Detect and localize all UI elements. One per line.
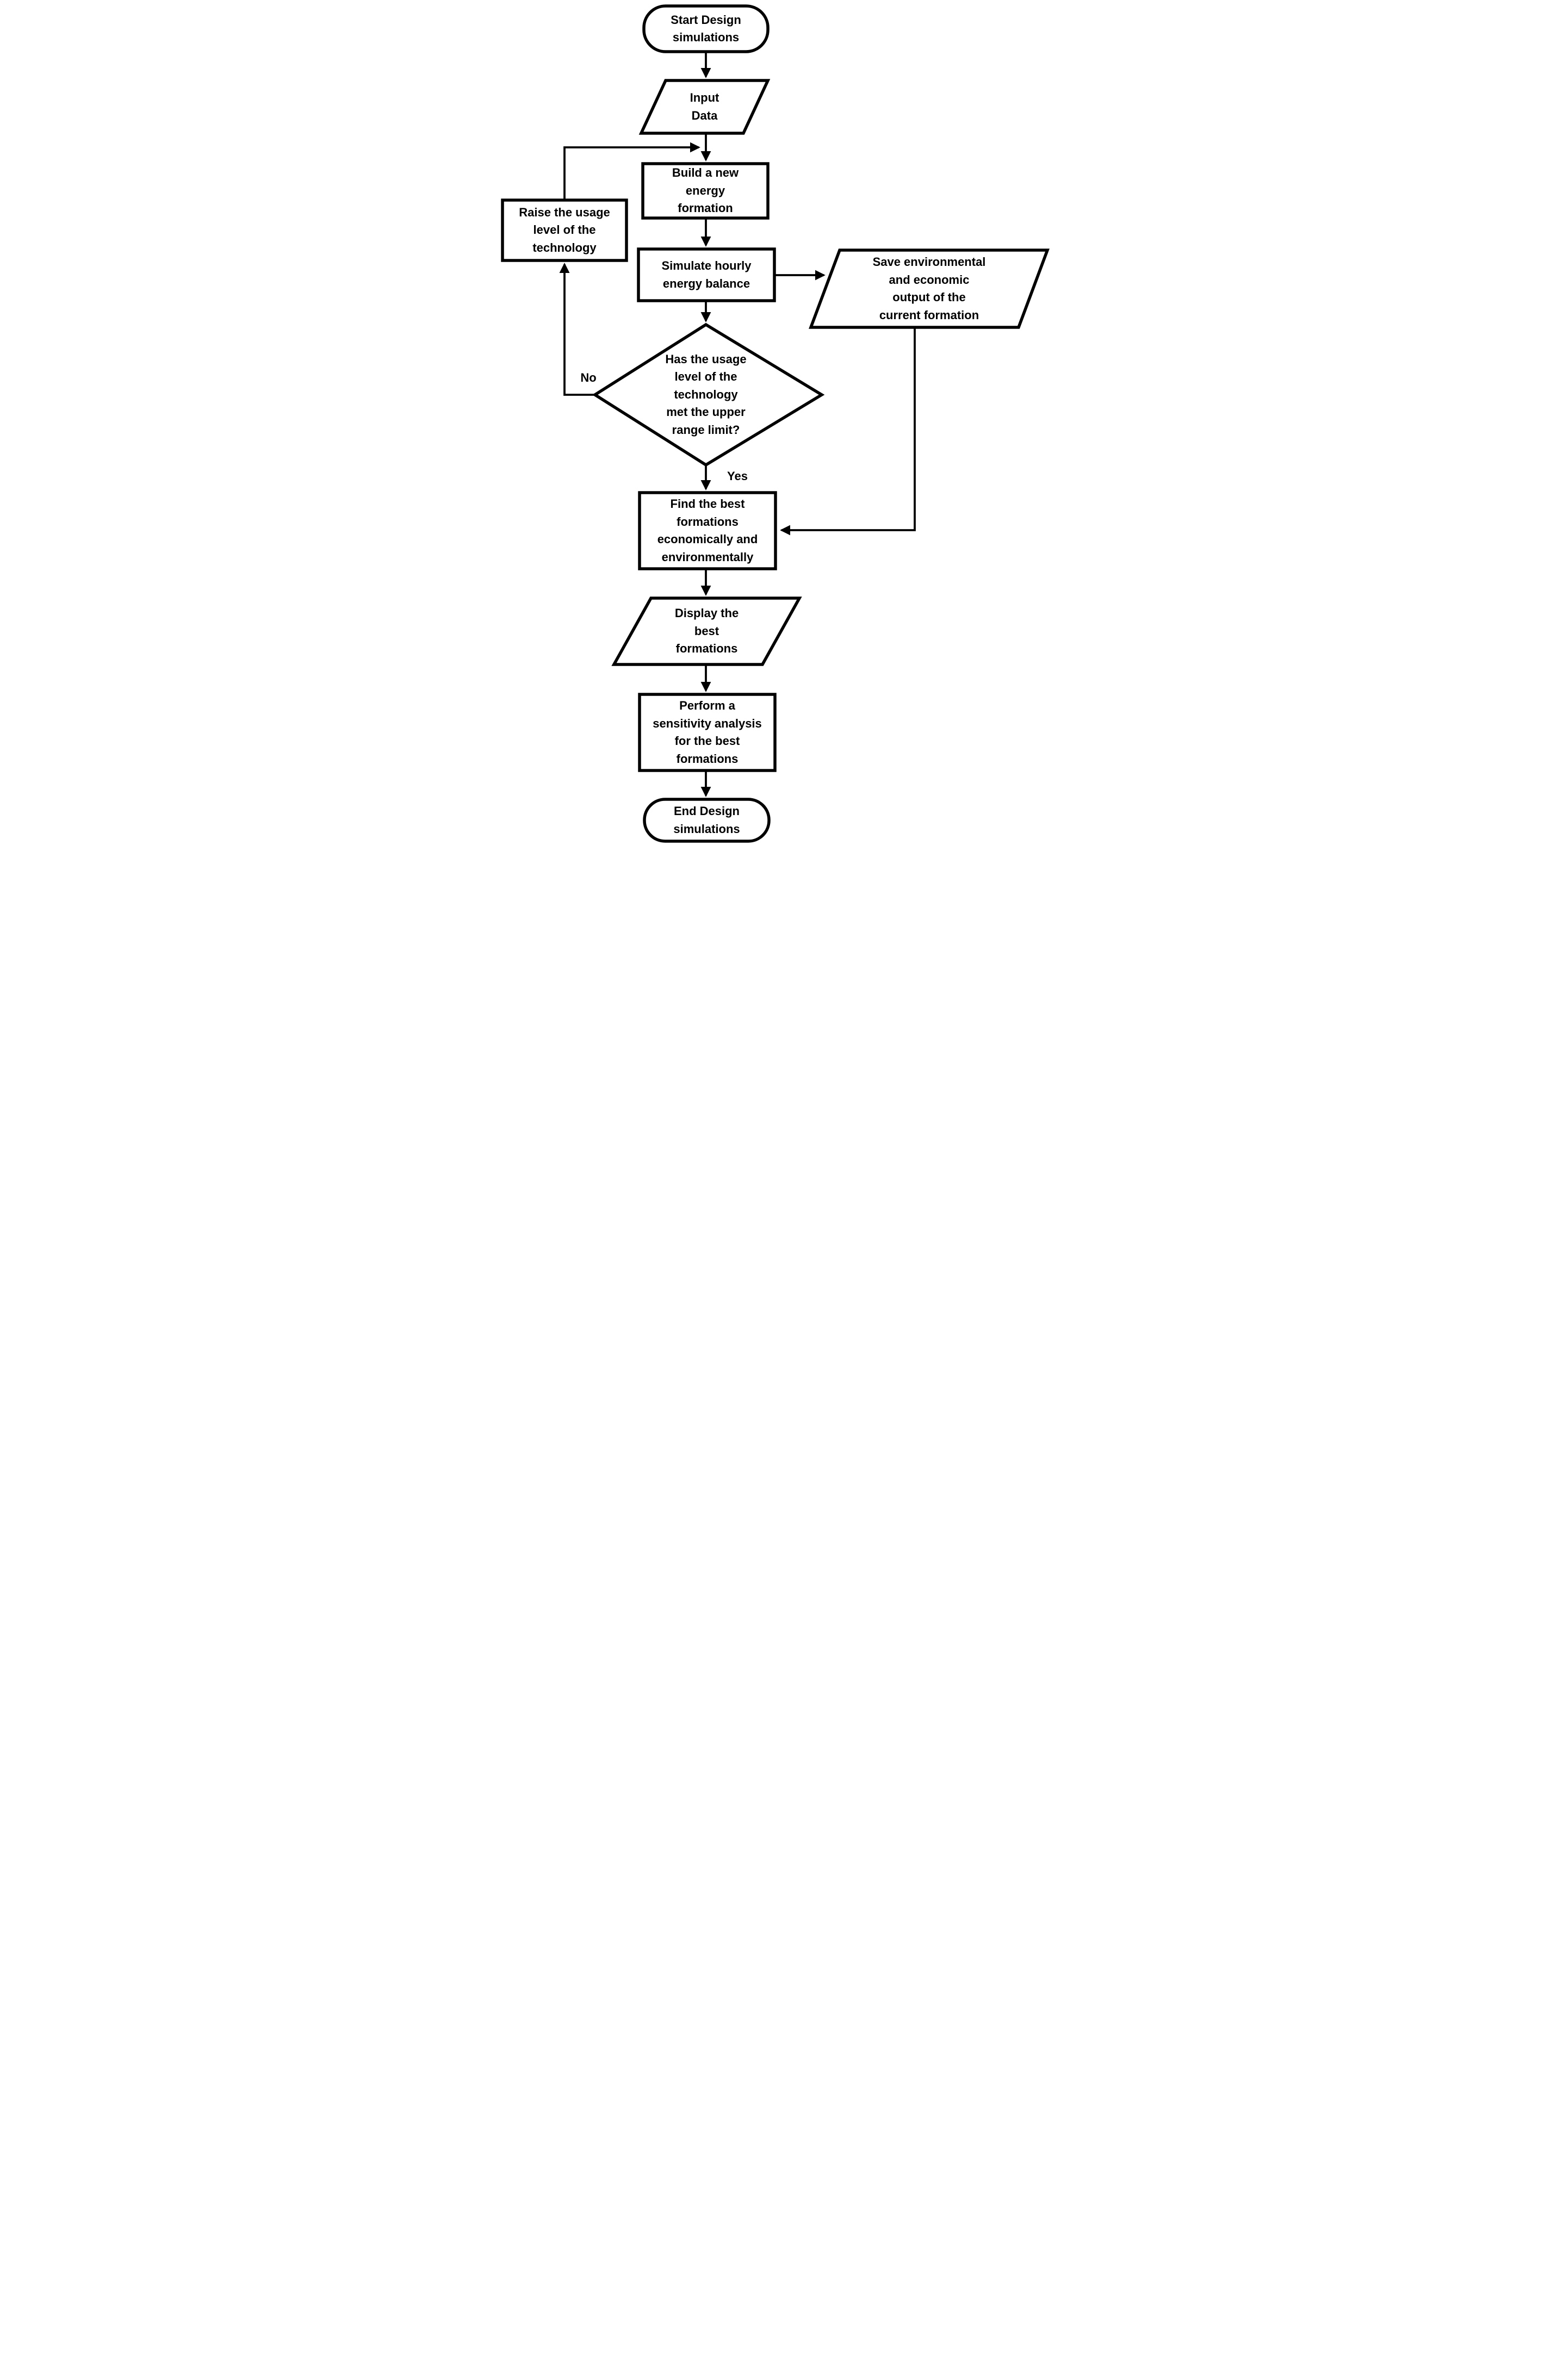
raise-usage-rect-shape <box>501 198 628 262</box>
end-terminator-shape <box>643 798 771 843</box>
arrow-decision-no-to-raise <box>559 263 595 396</box>
sensitivity-rect-shape <box>638 693 777 772</box>
decision-diamond-shape <box>592 322 825 467</box>
flowchart-canvas <box>501 4 1050 843</box>
build-formation-rect-shape <box>641 162 770 220</box>
flowchart-page: Start Design simulations Input Data Buil… <box>497 0 1054 855</box>
display-best-parallelogram-shape <box>611 596 802 666</box>
find-best-rect-shape <box>638 491 777 570</box>
start-terminator-shape <box>642 4 770 53</box>
save-output-parallelogram-shape <box>809 248 1050 329</box>
arrow-save-to-find <box>780 327 916 536</box>
simulate-balance-rect-shape <box>637 247 776 302</box>
arrow-raise-feedback-to-build <box>563 142 700 199</box>
input-data-parallelogram-shape <box>638 79 771 135</box>
